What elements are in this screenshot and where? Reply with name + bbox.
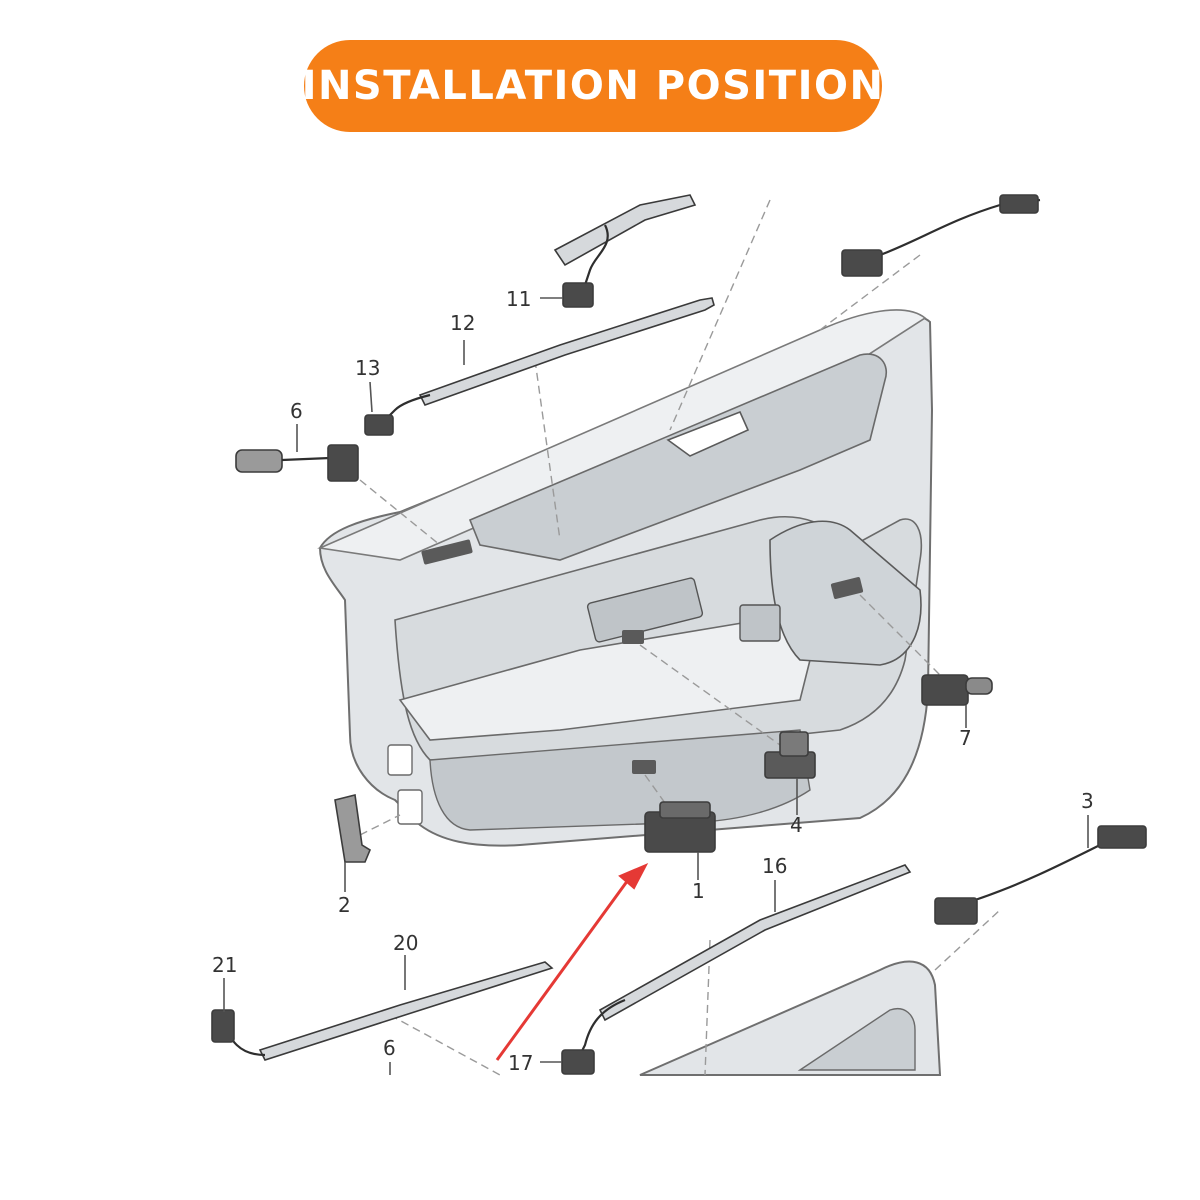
door-trim-panel	[317, 309, 934, 847]
part-13-connector	[364, 414, 394, 436]
panel-slot-handle	[830, 577, 864, 599]
part-17-wire	[579, 998, 626, 1056]
part-6-sensor-body	[235, 449, 283, 473]
callout-12: 12	[450, 311, 475, 335]
callout-3: 3	[1081, 789, 1094, 813]
part-7-sensor	[921, 674, 993, 706]
dash-line-3	[934, 909, 1001, 971]
callout-2: 2	[338, 893, 351, 917]
part-11-wire	[583, 224, 609, 286]
callout-1: 1	[692, 879, 705, 903]
part-21-connector	[211, 1009, 235, 1043]
callout-labels: 11 12 13 6 7 4 1 2 3 16 20 21 17 6	[212, 287, 1094, 1075]
dash-line-11	[669, 199, 771, 431]
part-16-assembly	[561, 864, 912, 1075]
dash-line-20	[389, 1014, 501, 1076]
dash-line-16	[704, 939, 711, 1076]
part-4-top	[779, 731, 809, 757]
callout-6b: 6	[383, 1036, 396, 1060]
speaker-cover-lower	[397, 789, 423, 825]
door-panel-upper-recess	[468, 353, 887, 561]
dash-line-1	[644, 774, 671, 811]
callout-20: 20	[393, 931, 418, 955]
part-3-connector	[934, 897, 978, 925]
callout-17: 17	[508, 1051, 533, 1075]
part-3-plug	[1097, 825, 1147, 849]
leader-13	[369, 381, 373, 413]
panel-slot-upper	[622, 630, 644, 644]
callout-11: 11	[506, 287, 531, 311]
part-17-connector	[561, 1049, 595, 1075]
door-inner-handle	[666, 410, 750, 457]
part-1-top	[659, 801, 711, 819]
part-3-cable	[934, 825, 1147, 925]
top-right-connector	[841, 249, 883, 277]
callout-13: 13	[355, 356, 380, 380]
part-11-cable	[553, 194, 697, 308]
door-panel-top-rail	[317, 309, 927, 561]
part-2-reflector	[334, 794, 371, 863]
speaker-cover-upper	[387, 744, 413, 776]
top-right-wire	[879, 198, 1041, 257]
part-top-right-cable	[841, 194, 1041, 277]
highlight-arrow	[495, 862, 649, 1061]
title-banner: INSTALLATION POSITION	[301, 40, 885, 132]
highlight-arrow-head	[618, 862, 649, 890]
part-20-assembly	[211, 961, 554, 1061]
part-11-strip	[553, 194, 697, 267]
callout-7: 7	[959, 726, 972, 750]
dash-line-4	[639, 644, 781, 746]
part-6-sensor	[235, 444, 359, 482]
highlight-arrow-shaft	[495, 879, 630, 1061]
callout-6a: 6	[290, 399, 303, 423]
part-3-wire	[974, 844, 1101, 902]
callout-16: 16	[762, 854, 787, 878]
part-11-connector	[562, 282, 594, 308]
dash-line-2	[359, 814, 401, 836]
part-6-connector	[327, 444, 359, 482]
mirror-switch	[739, 604, 781, 642]
dash-line-12	[534, 359, 561, 541]
part-7-body	[921, 674, 969, 706]
assembly-lines	[359, 199, 1001, 1076]
part-13-connector-assembly	[364, 393, 431, 436]
part-1-lamp	[644, 801, 716, 853]
leader-lines	[223, 297, 1089, 1075]
panel-slot-left	[421, 539, 473, 565]
window-switch-block	[586, 577, 704, 643]
part-4-lamp	[764, 731, 816, 779]
callout-4: 4	[790, 813, 803, 837]
part-16-light-strip	[598, 864, 912, 1022]
dash-line-6	[359, 479, 441, 546]
panel-slot-lower	[632, 760, 656, 774]
part-6-wire	[281, 456, 331, 462]
part-7-nozzle	[965, 677, 993, 695]
dash-line-top-right	[819, 254, 921, 331]
part-20-light-strip	[258, 961, 554, 1061]
title-text: INSTALLATION POSITION	[301, 63, 885, 109]
part-12-light-strip	[418, 297, 715, 406]
part-13-wire	[384, 393, 431, 421]
secondary-panel-recess	[797, 1008, 916, 1071]
dash-line-7	[859, 594, 946, 681]
callout-21: 21	[212, 953, 237, 977]
top-right-plug	[999, 194, 1039, 214]
